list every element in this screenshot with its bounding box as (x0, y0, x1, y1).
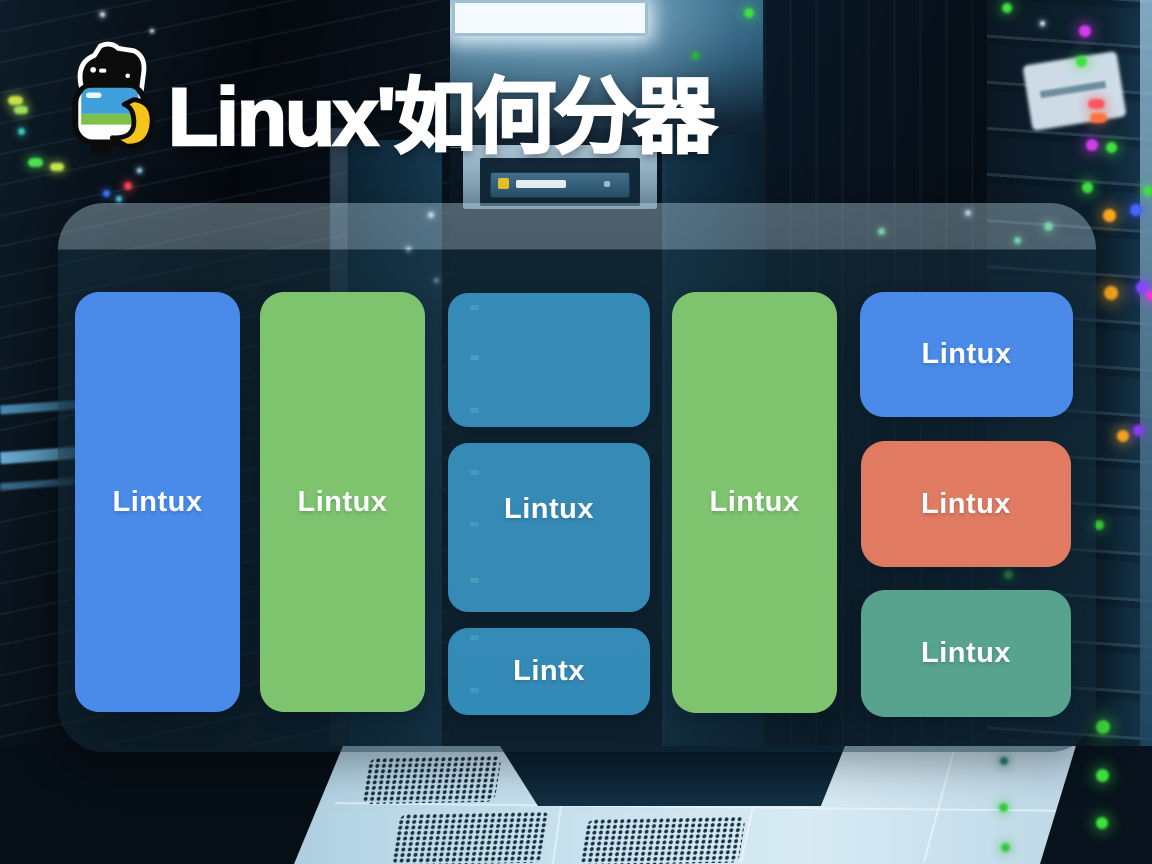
led-bokeh-light (1094, 520, 1104, 530)
block-label: Lintux (504, 493, 594, 525)
server-unit-button (604, 181, 610, 187)
cabinet-base-shadow (0, 746, 343, 864)
led-bokeh-light (1096, 817, 1108, 829)
block-partition-bottom: Lintx (448, 628, 650, 715)
led-bokeh-light (1096, 720, 1110, 734)
led-bokeh-light (116, 196, 122, 202)
led-bokeh-light (1103, 209, 1116, 222)
block-label: Lintux (297, 485, 388, 518)
led-bokeh-light (1076, 56, 1087, 67)
server-unit-label-strip (516, 180, 566, 188)
led-bokeh-light (14, 106, 28, 114)
page-title: Linux'如何分器 (167, 71, 718, 165)
led-bokeh-light (137, 168, 142, 173)
block-volume-salmon: Lintux (861, 441, 1071, 567)
led-bokeh-light (1090, 113, 1107, 123)
led-bokeh-light (50, 163, 64, 171)
led-bokeh-light (1117, 430, 1129, 442)
led-bokeh-light (8, 96, 24, 105)
led-bokeh-light (1040, 21, 1045, 26)
led-bokeh-light (1146, 290, 1152, 301)
led-bokeh-light (150, 29, 154, 33)
block-volume-blue: Lintux (860, 292, 1073, 417)
block-label: Lintux (921, 487, 1011, 520)
led-bokeh-light (1133, 425, 1144, 436)
led-bokeh-light (1000, 757, 1008, 765)
led-bokeh-light (1130, 204, 1142, 216)
center-rack-base (500, 746, 845, 806)
led-bokeh-light (999, 803, 1008, 812)
block-partition-middle: Lintux (448, 443, 650, 612)
block-disk-green-right: Lintux (672, 292, 837, 713)
led-bokeh-light (1106, 142, 1117, 153)
block-label: Lintux (112, 485, 203, 518)
block-disk-blue-left: Lintux (75, 292, 240, 712)
led-bokeh-light (1002, 3, 1012, 13)
block-volume-teal: Lintux (861, 590, 1071, 717)
led-bokeh-light (744, 8, 754, 18)
led-bokeh-light (103, 190, 110, 197)
led-bokeh-light (100, 12, 105, 17)
led-bokeh-light (1079, 25, 1091, 37)
led-bokeh-light (18, 128, 25, 135)
led-bokeh-light (1104, 286, 1118, 300)
led-bokeh-light (1136, 281, 1149, 294)
block-label: Lintux (921, 637, 1011, 669)
led-bokeh-light (692, 52, 699, 59)
led-bokeh-light (124, 182, 132, 190)
led-bokeh-light (1143, 186, 1152, 196)
block-label: Lintux (709, 486, 800, 518)
block-label: Lintx (513, 655, 585, 687)
block-disk-green-left: Lintux (260, 292, 425, 712)
ceiling-light-panel (452, 0, 648, 36)
led-bokeh-light (1082, 182, 1093, 193)
block-partition-top (448, 293, 650, 427)
block-label: Lintux (921, 338, 1012, 370)
led-bokeh-light (28, 158, 44, 167)
led-bokeh-light (1001, 843, 1010, 852)
penguin-mascot-icon (72, 41, 155, 154)
led-bokeh-light (1086, 139, 1098, 151)
led-bokeh-light (1088, 99, 1105, 109)
server-unit-yellow-chip (498, 178, 509, 189)
led-bokeh-light (1096, 769, 1109, 782)
